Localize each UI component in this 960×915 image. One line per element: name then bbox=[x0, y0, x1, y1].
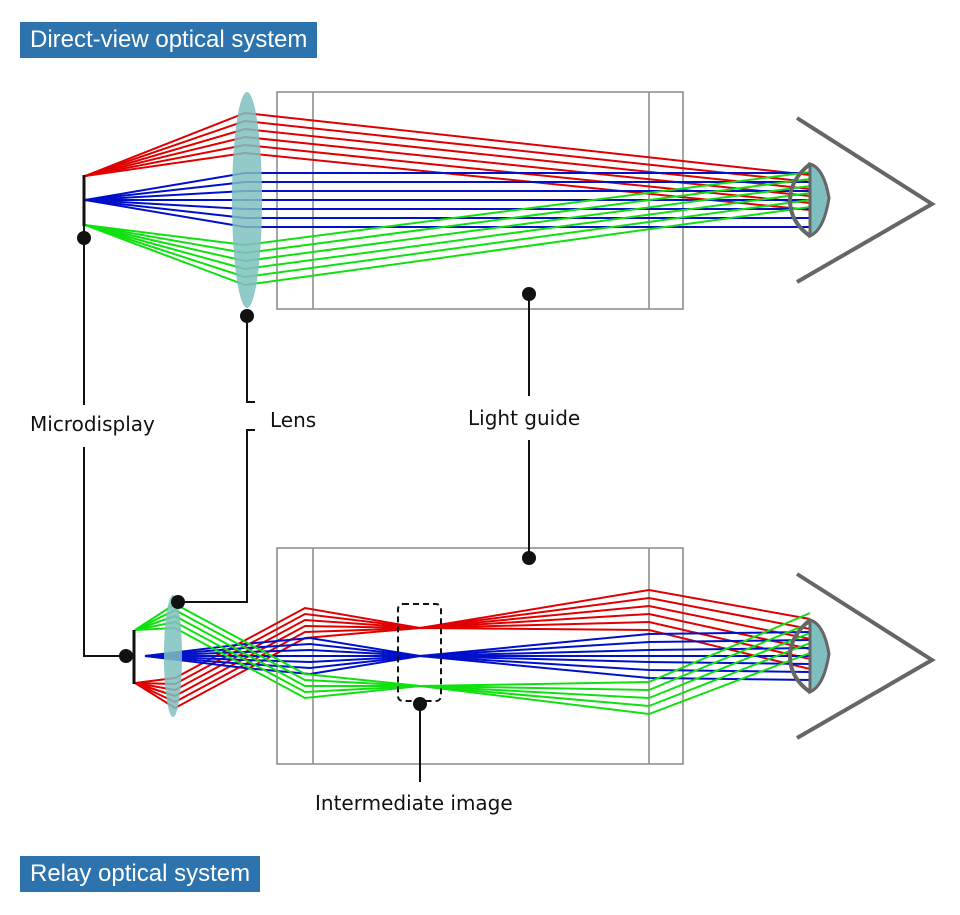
lens-top bbox=[232, 92, 262, 308]
eye-top-icon bbox=[787, 116, 936, 284]
label-light-guide: Light guide bbox=[468, 405, 581, 431]
heading-relay: Relay optical system bbox=[20, 856, 261, 892]
rays-top-green bbox=[84, 171, 811, 287]
heading-direct-view: Direct-view optical system bbox=[20, 22, 318, 58]
eye-bottom-icon bbox=[787, 572, 936, 740]
label-lens: Lens bbox=[270, 407, 317, 433]
label-microdisplay: Microdisplay bbox=[30, 411, 155, 437]
rays-bottom bbox=[134, 588, 811, 716]
leader-lines bbox=[83, 226, 530, 782]
lens-bottom bbox=[164, 595, 182, 717]
leader-dots bbox=[77, 231, 536, 711]
relay-system bbox=[132, 547, 936, 765]
rays-top bbox=[84, 111, 811, 287]
direct-view-system bbox=[82, 91, 936, 310]
label-intermediate-image: Intermediate image bbox=[315, 790, 513, 816]
rays-top-red bbox=[84, 111, 811, 211]
